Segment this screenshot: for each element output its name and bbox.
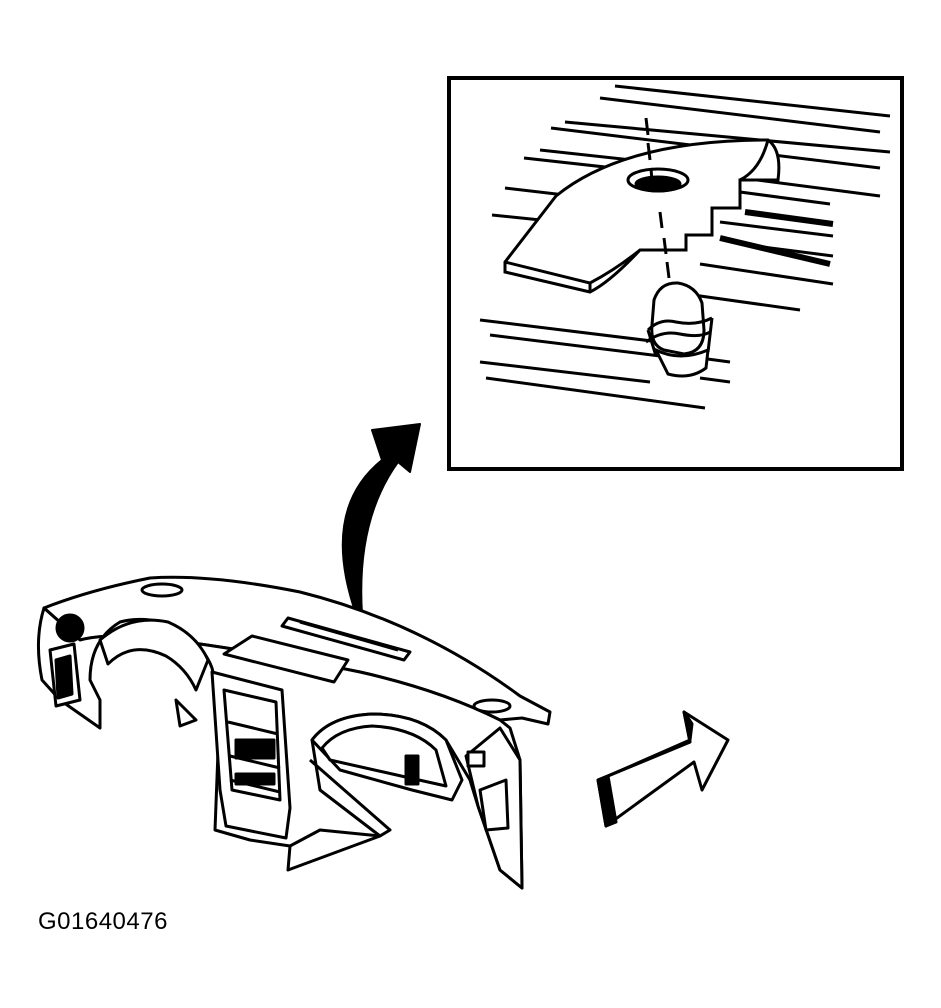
instrument-panel [36,575,552,890]
figure-id-label: G01640476 [38,908,168,935]
bulb-icon [645,281,714,378]
clip-bracket [503,138,781,294]
inset-dark-slots [719,209,834,267]
defroster-vent-left [140,582,184,598]
defroster-vent-right [472,698,512,714]
alignment-dashes [644,117,671,279]
curved-arrow-icon [341,423,421,615]
direction-arrow-icon [596,710,730,828]
detail-inset [447,76,904,471]
